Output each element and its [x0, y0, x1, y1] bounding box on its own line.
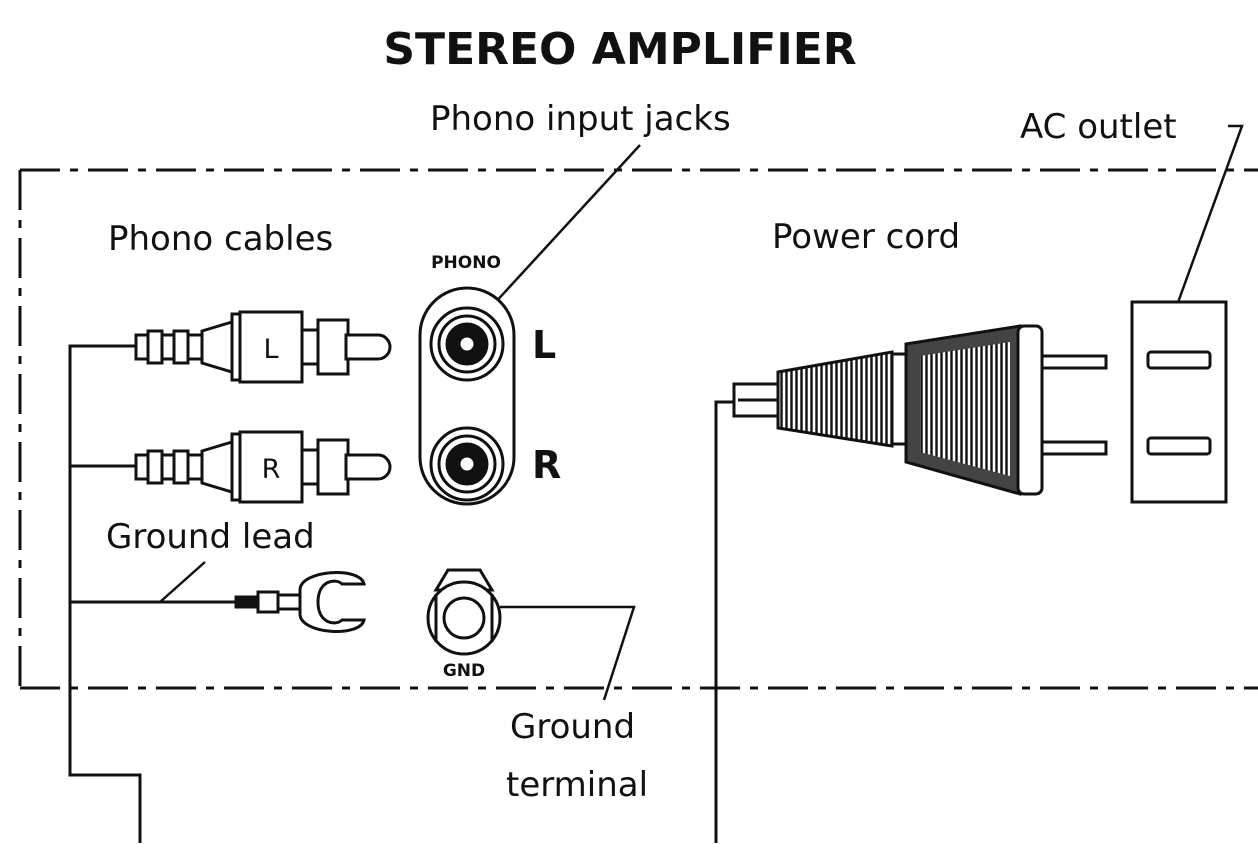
phono-cables-label: Phono cables [108, 219, 333, 259]
diagram-title: STEREO AMPLIFIER [383, 24, 856, 75]
ground-lead-leader [159, 561, 206, 603]
ac-outlet-leader [1166, 124, 1244, 331]
power-cord-cable [714, 400, 738, 843]
ac-outlet-label: AC outlet [1020, 107, 1177, 147]
ground-terminal-label-line1: Ground [510, 707, 635, 747]
phono-plug-right [134, 430, 392, 504]
power-cord-plug [732, 324, 1108, 496]
ground-terminal-post [426, 568, 502, 656]
phono-input-jacks [418, 286, 516, 506]
phono-panel-marking: PHONO [431, 253, 501, 273]
ground-lead-label: Ground lead [106, 517, 315, 557]
ground-terminal-leader [500, 605, 636, 701]
phono-jack-right [429, 426, 505, 502]
phono-plug-left [134, 310, 392, 384]
power-cord-label: Power cord [772, 217, 960, 257]
amplifier-rear-panel [18, 168, 1258, 690]
ground-terminal-label-line2: terminal [506, 765, 648, 805]
phono-input-jacks-label: Phono input jacks [430, 99, 731, 139]
cable-bundle [68, 344, 236, 843]
plug-right-marking: R [262, 454, 281, 485]
ground-lead-spade-terminal [234, 571, 366, 633]
phono-jack-left [429, 306, 505, 382]
gnd-panel-marking: GND [443, 661, 485, 681]
jack-left-marking: L [532, 323, 556, 367]
ac-outlet [1130, 300, 1228, 504]
jack-right-marking: R [532, 443, 561, 487]
plug-left-marking: L [263, 334, 278, 365]
